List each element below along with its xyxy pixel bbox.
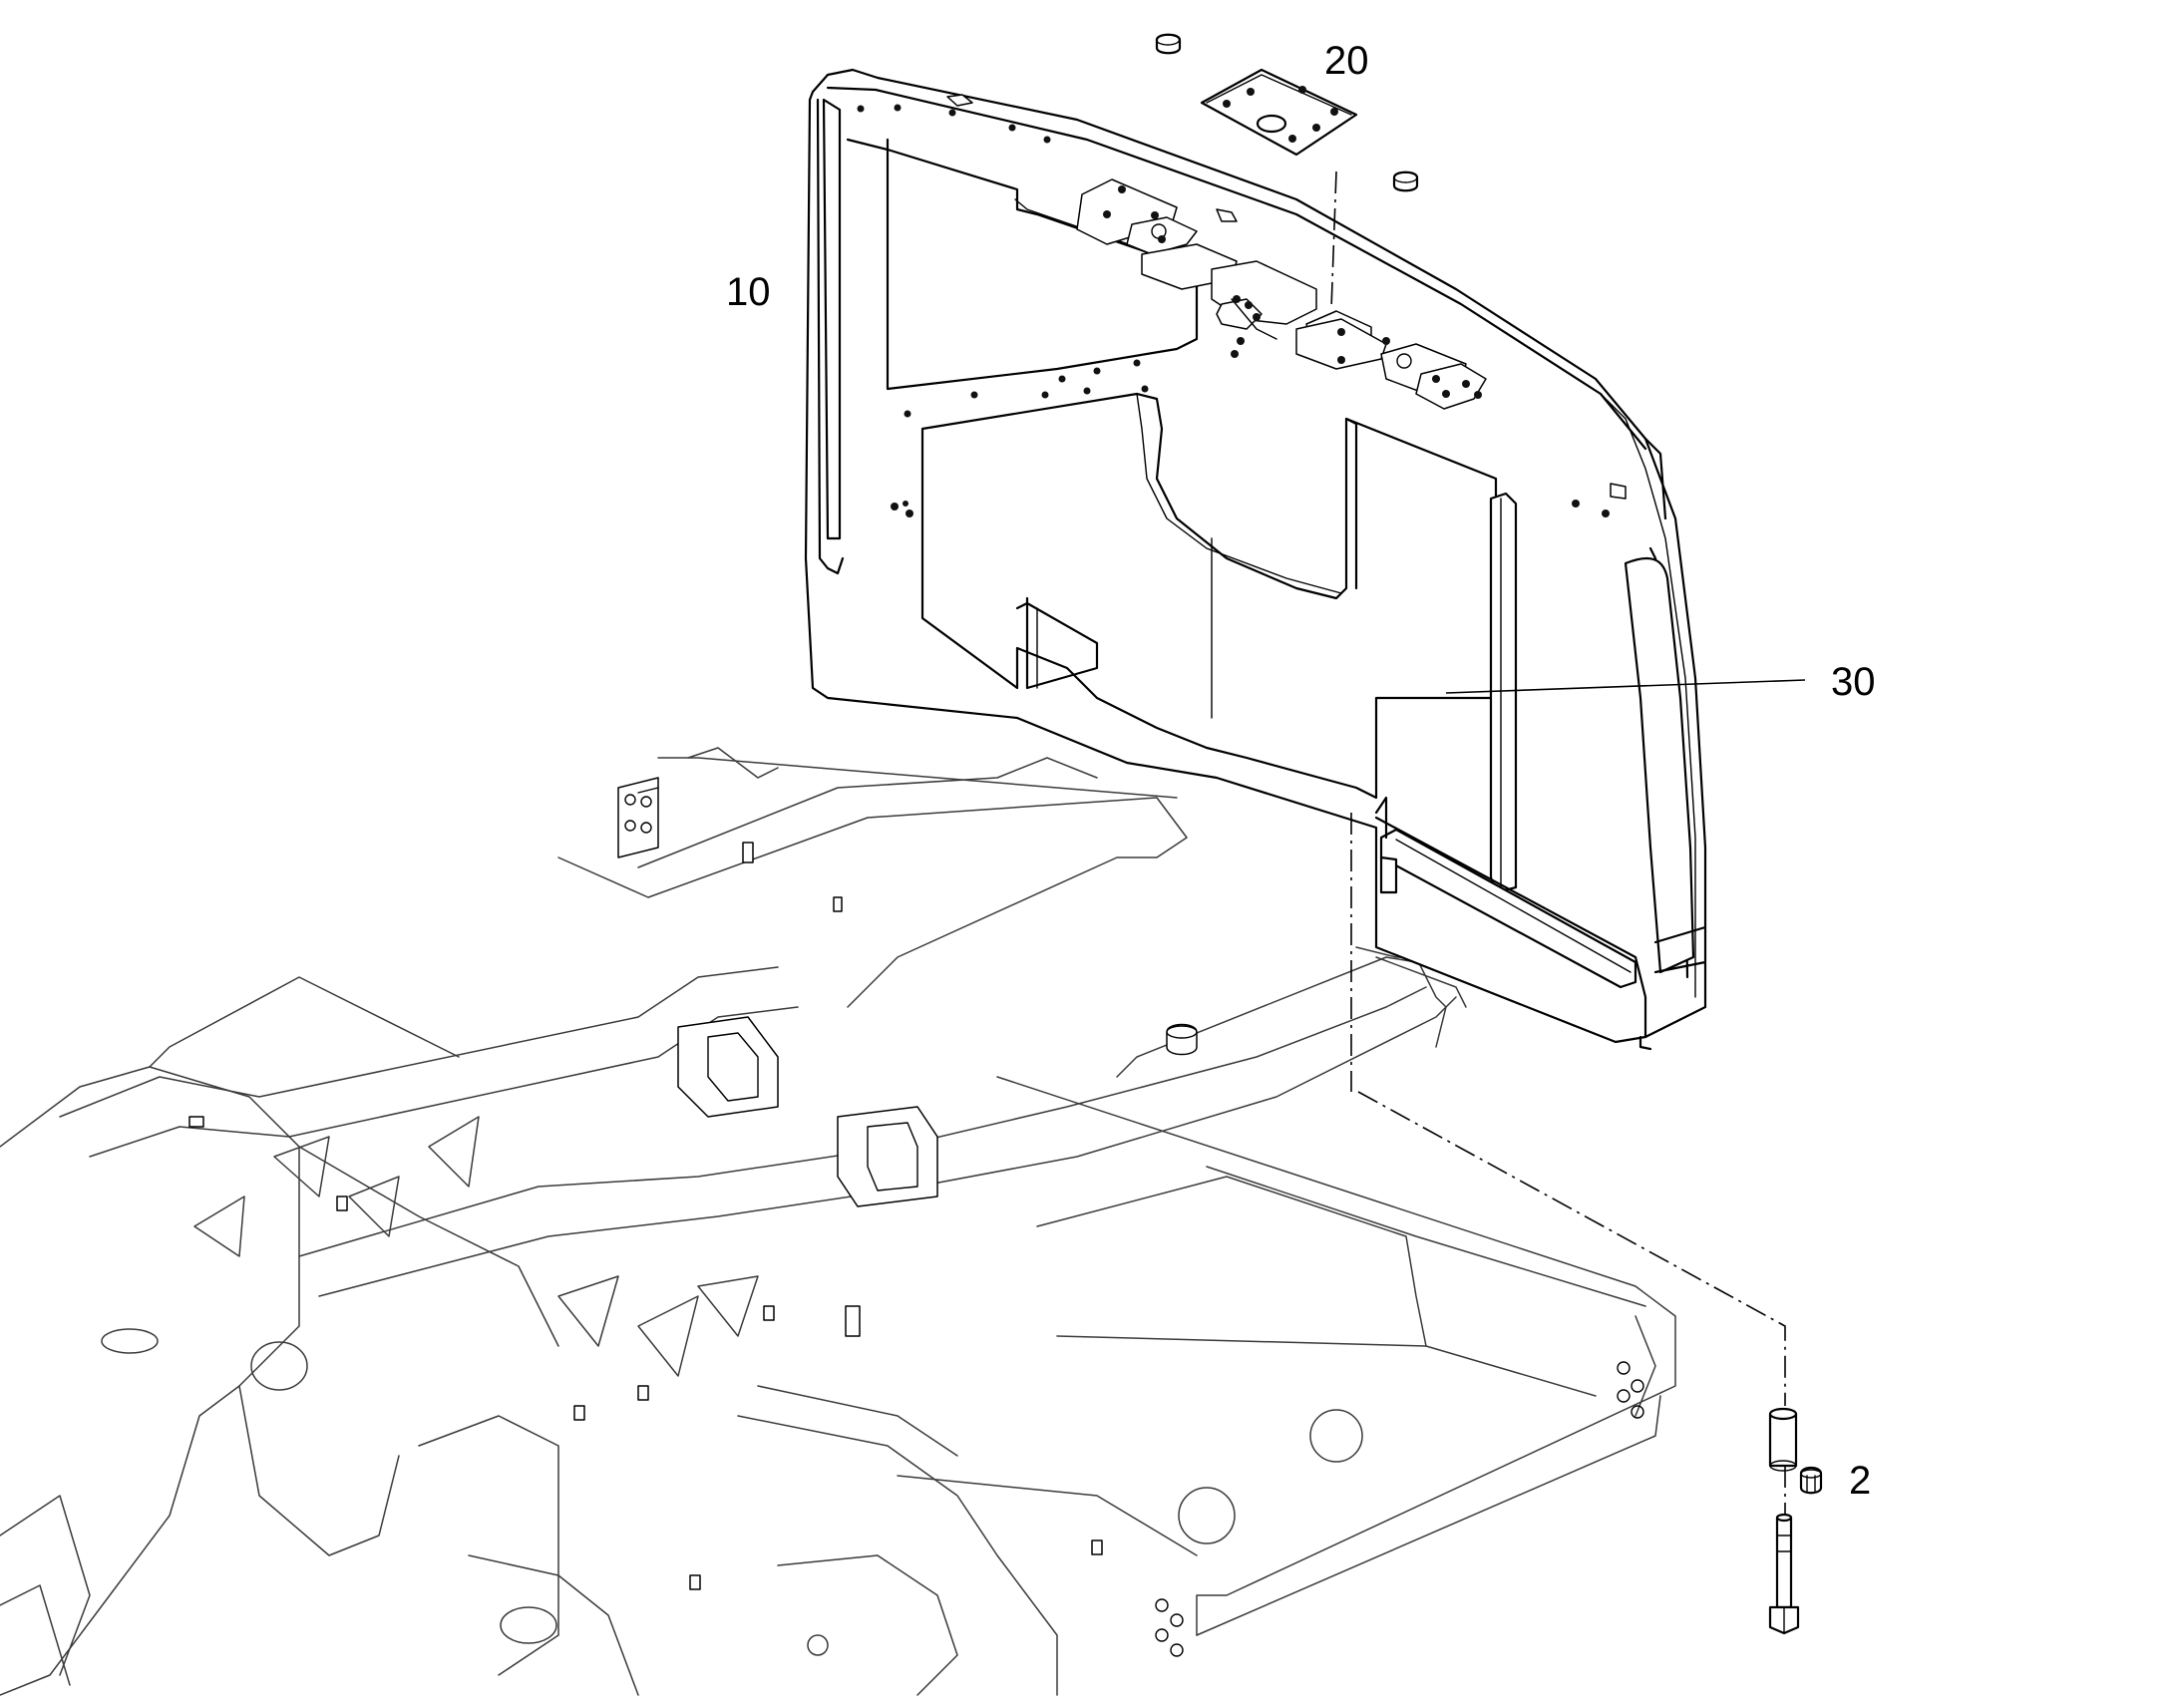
rubber-plug-left <box>1155 33 1182 55</box>
top-hatch-plates <box>1076 178 1487 410</box>
panel-holes <box>857 104 1610 517</box>
hex-nut <box>1799 1466 1823 1495</box>
mount-bracket-right <box>1166 1023 1198 1056</box>
callout-30: 30 <box>1831 660 1876 704</box>
callout-20: 20 <box>1324 39 1369 83</box>
counterweight-panel <box>804 68 1707 1051</box>
bolt-assembly-2 <box>1768 1407 1823 1635</box>
rubber-plug-right <box>1392 171 1419 192</box>
hex-bolt <box>1768 1513 1800 1635</box>
cover-plate-20 <box>1200 68 1358 157</box>
callout-2: 2 <box>1849 1459 1871 1503</box>
leader-30 <box>1445 679 1806 694</box>
lightening-holes <box>193 1116 759 1377</box>
spacer-sleeve <box>1768 1407 1798 1472</box>
mount-bracket-left <box>617 777 659 858</box>
mount-bracket-center <box>677 1016 938 1207</box>
frame-studs <box>188 842 1103 1590</box>
callout-10: 10 <box>726 270 771 314</box>
deck-bolt-holes <box>1155 1361 1644 1657</box>
